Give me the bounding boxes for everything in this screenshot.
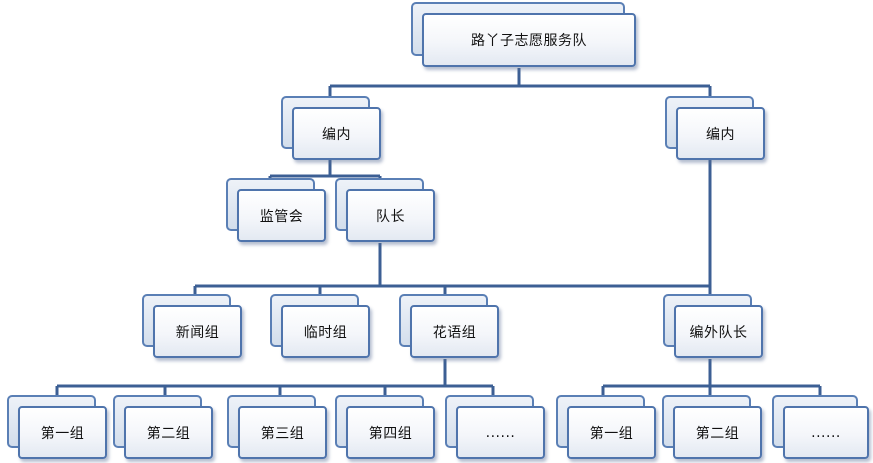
- node-bw-first-label: 第一组: [567, 406, 656, 459]
- node-bw-more: ......: [772, 395, 869, 459]
- node-hy-fourth: 第四组: [335, 395, 435, 459]
- node-xinwenzu-label: 新闻组: [153, 305, 242, 358]
- node-bw-more-label: ......: [783, 406, 869, 459]
- node-duizhang-label: 队长: [346, 189, 435, 242]
- node-hy-third: 第三组: [227, 395, 327, 459]
- node-jianguanhui: 监管会: [226, 178, 326, 242]
- node-huayuzu: 花语组: [399, 294, 499, 358]
- node-jianguanhui-label: 监管会: [237, 189, 326, 242]
- node-duizhang: 队长: [335, 178, 435, 242]
- node-xinwenzu: 新闻组: [142, 294, 242, 358]
- node-hy-fourth-label: 第四组: [346, 406, 435, 459]
- node-linshizu: 临时组: [270, 294, 370, 358]
- node-biannei-right: 编内: [665, 96, 765, 160]
- node-hy-third-label: 第三组: [238, 406, 327, 459]
- node-biannei-left-label: 编内: [292, 107, 381, 160]
- node-biannei-right-label: 编内: [676, 107, 765, 160]
- node-huayuzu-label: 花语组: [410, 305, 499, 358]
- node-bw-first: 第一组: [556, 395, 656, 459]
- node-root-label: 路丫子志愿服务队: [422, 13, 636, 67]
- node-root: 路丫子志愿服务队: [411, 2, 636, 67]
- node-hy-more: ......: [445, 395, 545, 459]
- node-bianwaiduizhang: 编外队长: [663, 294, 763, 358]
- node-linshizu-label: 临时组: [281, 305, 370, 358]
- node-bw-second-label: 第二组: [673, 406, 762, 459]
- node-hy-second-label: 第二组: [124, 406, 213, 459]
- node-hy-first: 第一组: [7, 395, 107, 459]
- node-hy-first-label: 第一组: [18, 406, 107, 459]
- node-bianwaiduizhang-label: 编外队长: [674, 305, 763, 358]
- node-bw-second: 第二组: [662, 395, 762, 459]
- node-hy-more-label: ......: [456, 406, 545, 459]
- node-biannei-left: 编内: [281, 96, 381, 160]
- node-hy-second: 第二组: [113, 395, 213, 459]
